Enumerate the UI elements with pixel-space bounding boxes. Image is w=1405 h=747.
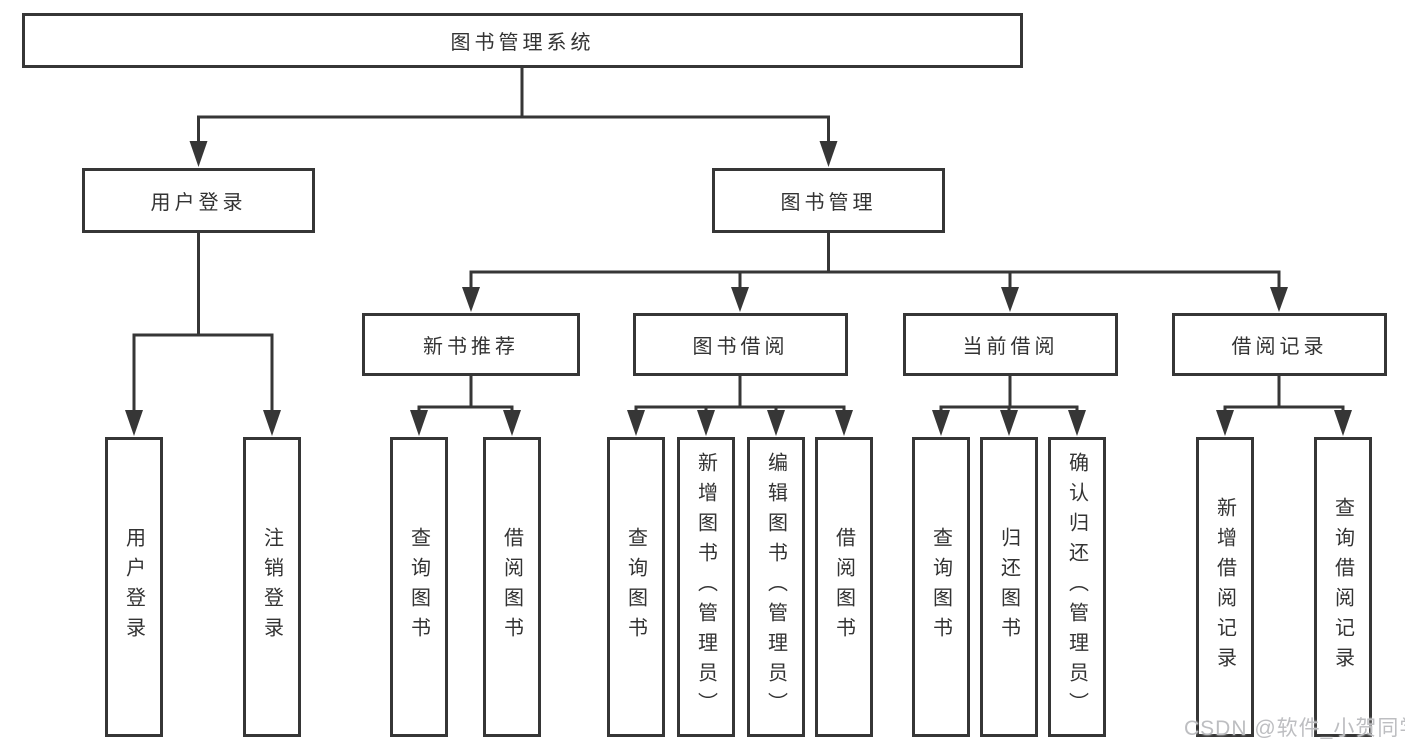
csdn-watermark: CSDN @软件_小贺同学	[1184, 717, 1405, 740]
node-new-book-recommendation: 新书推荐	[362, 313, 580, 376]
leaf-query-borrow-record: 查询借阅记录	[1314, 437, 1372, 737]
leaf-edit-book-admin: 编辑图书（管理员）	[747, 437, 805, 737]
arrowhead-icon	[627, 410, 645, 436]
leaf-user-login: 用户登录	[105, 437, 163, 737]
node-book-management: 图书管理	[712, 168, 945, 233]
leaf-add-book-admin: 新增图书（管理员）	[677, 437, 735, 737]
arrowhead-icon	[462, 287, 480, 312]
node-user-login: 用户登录	[82, 168, 315, 233]
arrowhead-icon	[263, 410, 281, 436]
arrowhead-icon	[819, 141, 838, 167]
leaf-logout: 注销登录	[243, 437, 301, 737]
arrowhead-icon	[767, 410, 785, 436]
node-borrowing-records: 借阅记录	[1172, 313, 1387, 376]
leaf-return-book: 归还图书	[980, 437, 1038, 737]
arrowhead-icon	[835, 410, 853, 436]
arrowhead-icon	[1216, 410, 1234, 436]
arrowhead-icon	[503, 410, 521, 436]
node-library-management-system: 图书管理系统	[22, 13, 1023, 68]
leaf-borrow-books-recommend: 借阅图书	[483, 437, 541, 737]
arrowhead-icon	[932, 410, 950, 436]
arrowhead-icon	[1000, 410, 1018, 436]
arrowhead-icon	[410, 410, 428, 436]
arrowhead-icon	[1270, 287, 1288, 312]
node-current-borrowing: 当前借阅	[903, 313, 1118, 376]
leaf-query-books-current: 查询图书	[912, 437, 970, 737]
leaf-borrow-books: 借阅图书	[815, 437, 873, 737]
leaf-add-borrow-record: 新增借阅记录	[1196, 437, 1254, 737]
arrowhead-icon	[1001, 287, 1019, 312]
arrowhead-icon	[731, 287, 749, 312]
leaf-query-books-borrow: 查询图书	[607, 437, 665, 737]
arrowhead-icon	[1334, 410, 1352, 436]
arrowhead-icon	[697, 410, 715, 436]
arrowhead-icon	[1068, 410, 1086, 436]
node-book-borrowing: 图书借阅	[633, 313, 848, 376]
leaf-confirm-return-admin: 确认归还（管理员）	[1048, 437, 1106, 737]
arrowhead-icon	[189, 141, 208, 167]
arrowhead-icon	[125, 410, 143, 436]
leaf-query-books-recommend: 查询图书	[390, 437, 448, 737]
